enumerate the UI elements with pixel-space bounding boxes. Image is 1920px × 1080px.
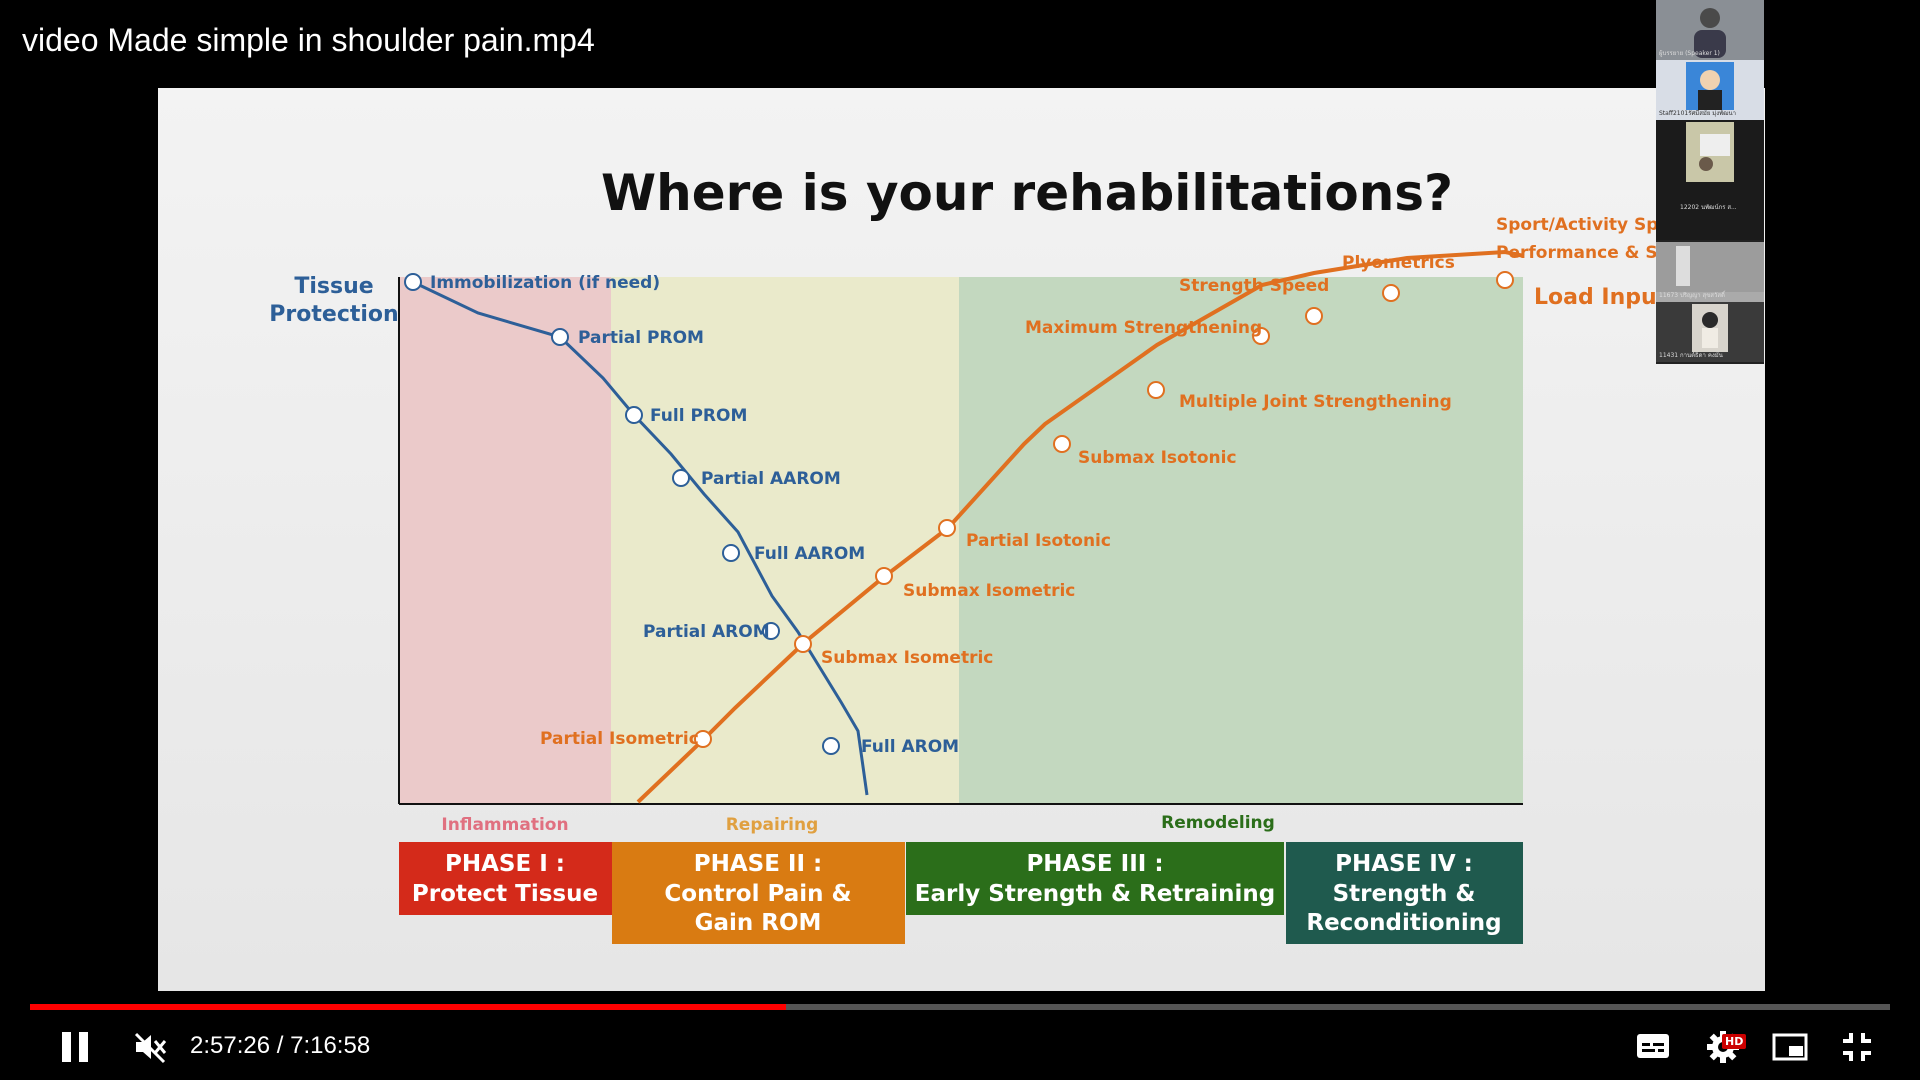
volume-muted-icon <box>134 1032 167 1064</box>
point-immobilization <box>404 273 422 291</box>
y-axis-label-2: Protection <box>269 302 398 327</box>
slide-title: Where is your rehabilitations? <box>601 164 1454 222</box>
participant-name: 11431 กานต์ธิดา คงมั่น <box>1659 352 1723 359</box>
repairing-region <box>611 277 959 804</box>
load-input-curve <box>636 249 1525 804</box>
phase-3-line2: Early Strength & Retraining <box>915 881 1275 907</box>
progress-bar-played <box>30 1004 786 1010</box>
label-strength-speed: Strength Speed <box>1179 276 1329 296</box>
participant-tile[interactable]: ผู้บรรยาย (Speaker 1) <box>1656 0 1764 60</box>
top-right-label-1: Sport/Activity Speci <box>1496 215 1686 235</box>
person-silhouette-icon <box>1656 242 1764 292</box>
participant-tile[interactable]: 11431 กานต์ธิดา คงมั่น <box>1656 302 1764 362</box>
progress-bar[interactable] <box>30 1004 1890 1010</box>
point-full-aarom <box>722 544 740 562</box>
stage-repairing: Repairing <box>726 815 819 835</box>
label-full-arom: Full AROM <box>861 737 959 757</box>
phase-2-line3: Gain ROM <box>695 910 822 936</box>
point-partial-prom <box>551 328 569 346</box>
label-multiple-joint: Multiple Joint Strengthening <box>1179 392 1452 412</box>
miniplayer-icon <box>1772 1033 1808 1061</box>
point-partial-isometric <box>694 730 712 748</box>
rehab-chart: Tissue Protection Load Input Sport/Activ… <box>269 215 1686 944</box>
point-submax-isometric-1 <box>794 635 812 653</box>
point-multiple-joint <box>1147 381 1165 399</box>
participant-tile[interactable]: Staff2101รัศมีสมัย มุ่งพัฒนา <box>1656 60 1764 120</box>
participant-tile[interactable]: 12202 นพัฒน์กร ส... <box>1656 120 1764 240</box>
phase-4-line2: Strength & <box>1333 881 1476 907</box>
phase-4-box <box>1286 842 1523 944</box>
time-total: 7:16:58 <box>290 1032 371 1059</box>
label-submax-isometric-2: Submax Isometric <box>903 581 1075 601</box>
label-plyometrics: Plyometrics <box>1342 253 1455 273</box>
point-strength-speed <box>1305 307 1323 325</box>
label-partial-prom: Partial PROM <box>578 328 704 348</box>
phase-2-line2: Control Pain & <box>664 881 851 907</box>
participant-name: 12202 นพัฒน์กร ส... <box>1680 204 1737 211</box>
phase-4-line3: Reconditioning <box>1306 910 1501 936</box>
y-axis-label-1: Tissue <box>294 274 373 299</box>
participant-name: 11673 ปริญญา สุขสวัสดิ์ <box>1659 292 1725 299</box>
phase-1-box <box>399 842 612 915</box>
point-partial-arom <box>762 622 780 640</box>
person-silhouette-icon <box>1692 304 1728 352</box>
label-immobilization: Immobilization (if need) <box>430 273 660 293</box>
top-right-label-2: Performance & Skil <box>1496 243 1681 263</box>
participant-tile[interactable]: 11673 ปริญญา สุขสวัสดิ์ <box>1656 242 1764 302</box>
point-submax-isotonic <box>1053 435 1071 453</box>
subtitles-button[interactable] <box>1636 1030 1670 1066</box>
point-partial-isotonic <box>938 519 956 537</box>
label-submax-isometric-1: Submax Isometric <box>821 648 993 668</box>
time-display: 2:57:26 / 7:16:58 <box>190 1032 370 1060</box>
phase-3-box <box>906 842 1284 915</box>
participant-name: ผู้บรรยาย (Speaker 1) <box>1659 50 1720 57</box>
phase-3-line1: PHASE III : <box>1026 851 1163 877</box>
label-partial-isotonic: Partial Isotonic <box>966 531 1111 551</box>
label-max-strength: Maximum Strengthening <box>1025 318 1262 338</box>
presentation-slide: Tissue Protection Load Input Sport/Activ… <box>158 88 1765 991</box>
phase-1-line1: PHASE I : <box>445 851 565 877</box>
time-current: 2:57:26 <box>190 1032 271 1059</box>
point-submax-isometric-2 <box>875 567 893 585</box>
label-partial-arom: Partial AROM <box>643 622 770 642</box>
mute-button[interactable] <box>132 1030 168 1068</box>
point-plyometrics <box>1382 284 1400 302</box>
person-silhouette-icon <box>1694 8 1726 58</box>
phase-4-line1: PHASE IV : <box>1335 851 1473 877</box>
miniplayer-button[interactable] <box>1772 1030 1808 1068</box>
phase-1-line2: Protect Tissue <box>412 881 598 907</box>
time-separator: / <box>270 1032 291 1059</box>
point-sport-activity <box>1496 271 1514 289</box>
remodeling-region <box>959 277 1523 804</box>
label-submax-isotonic: Submax Isotonic <box>1078 448 1237 468</box>
captions-icon <box>1637 1034 1669 1058</box>
stage-remodeling: Remodeling <box>1161 813 1275 833</box>
video-title: video Made simple in shoulder pain.mp4 <box>22 22 595 58</box>
label-full-aarom: Full AAROM <box>754 544 865 564</box>
pause-icon <box>62 1032 88 1062</box>
point-full-arom <box>822 737 840 755</box>
inflammation-region <box>399 277 611 804</box>
hd-badge: HD <box>1722 1034 1747 1049</box>
person-silhouette-icon <box>1686 122 1734 182</box>
load-input-label: Load Input <box>1534 285 1668 310</box>
exit-fullscreen-icon <box>1843 1033 1871 1061</box>
phase-2-line1: PHASE II : <box>694 851 823 877</box>
stage-inflammation: Inflammation <box>441 815 568 835</box>
label-full-prom: Full PROM <box>650 406 747 426</box>
participant-strip: ผู้บรรยาย (Speaker 1) Staff2101รัศมีสมัย… <box>1656 0 1764 364</box>
label-partial-isometric: Partial Isometric <box>540 729 699 749</box>
point-max-strength <box>1252 327 1270 345</box>
phase-2-box <box>612 842 905 944</box>
participant-name: Staff2101รัศมีสมัย มุ่งพัฒนา <box>1659 110 1736 117</box>
point-full-prom <box>625 406 643 424</box>
pause-button[interactable] <box>58 1030 92 1068</box>
label-partial-aarom: Partial AAROM <box>701 469 841 489</box>
person-silhouette-icon <box>1686 62 1734 110</box>
exit-fullscreen-button[interactable] <box>1840 1030 1874 1068</box>
point-partial-aarom <box>672 469 690 487</box>
